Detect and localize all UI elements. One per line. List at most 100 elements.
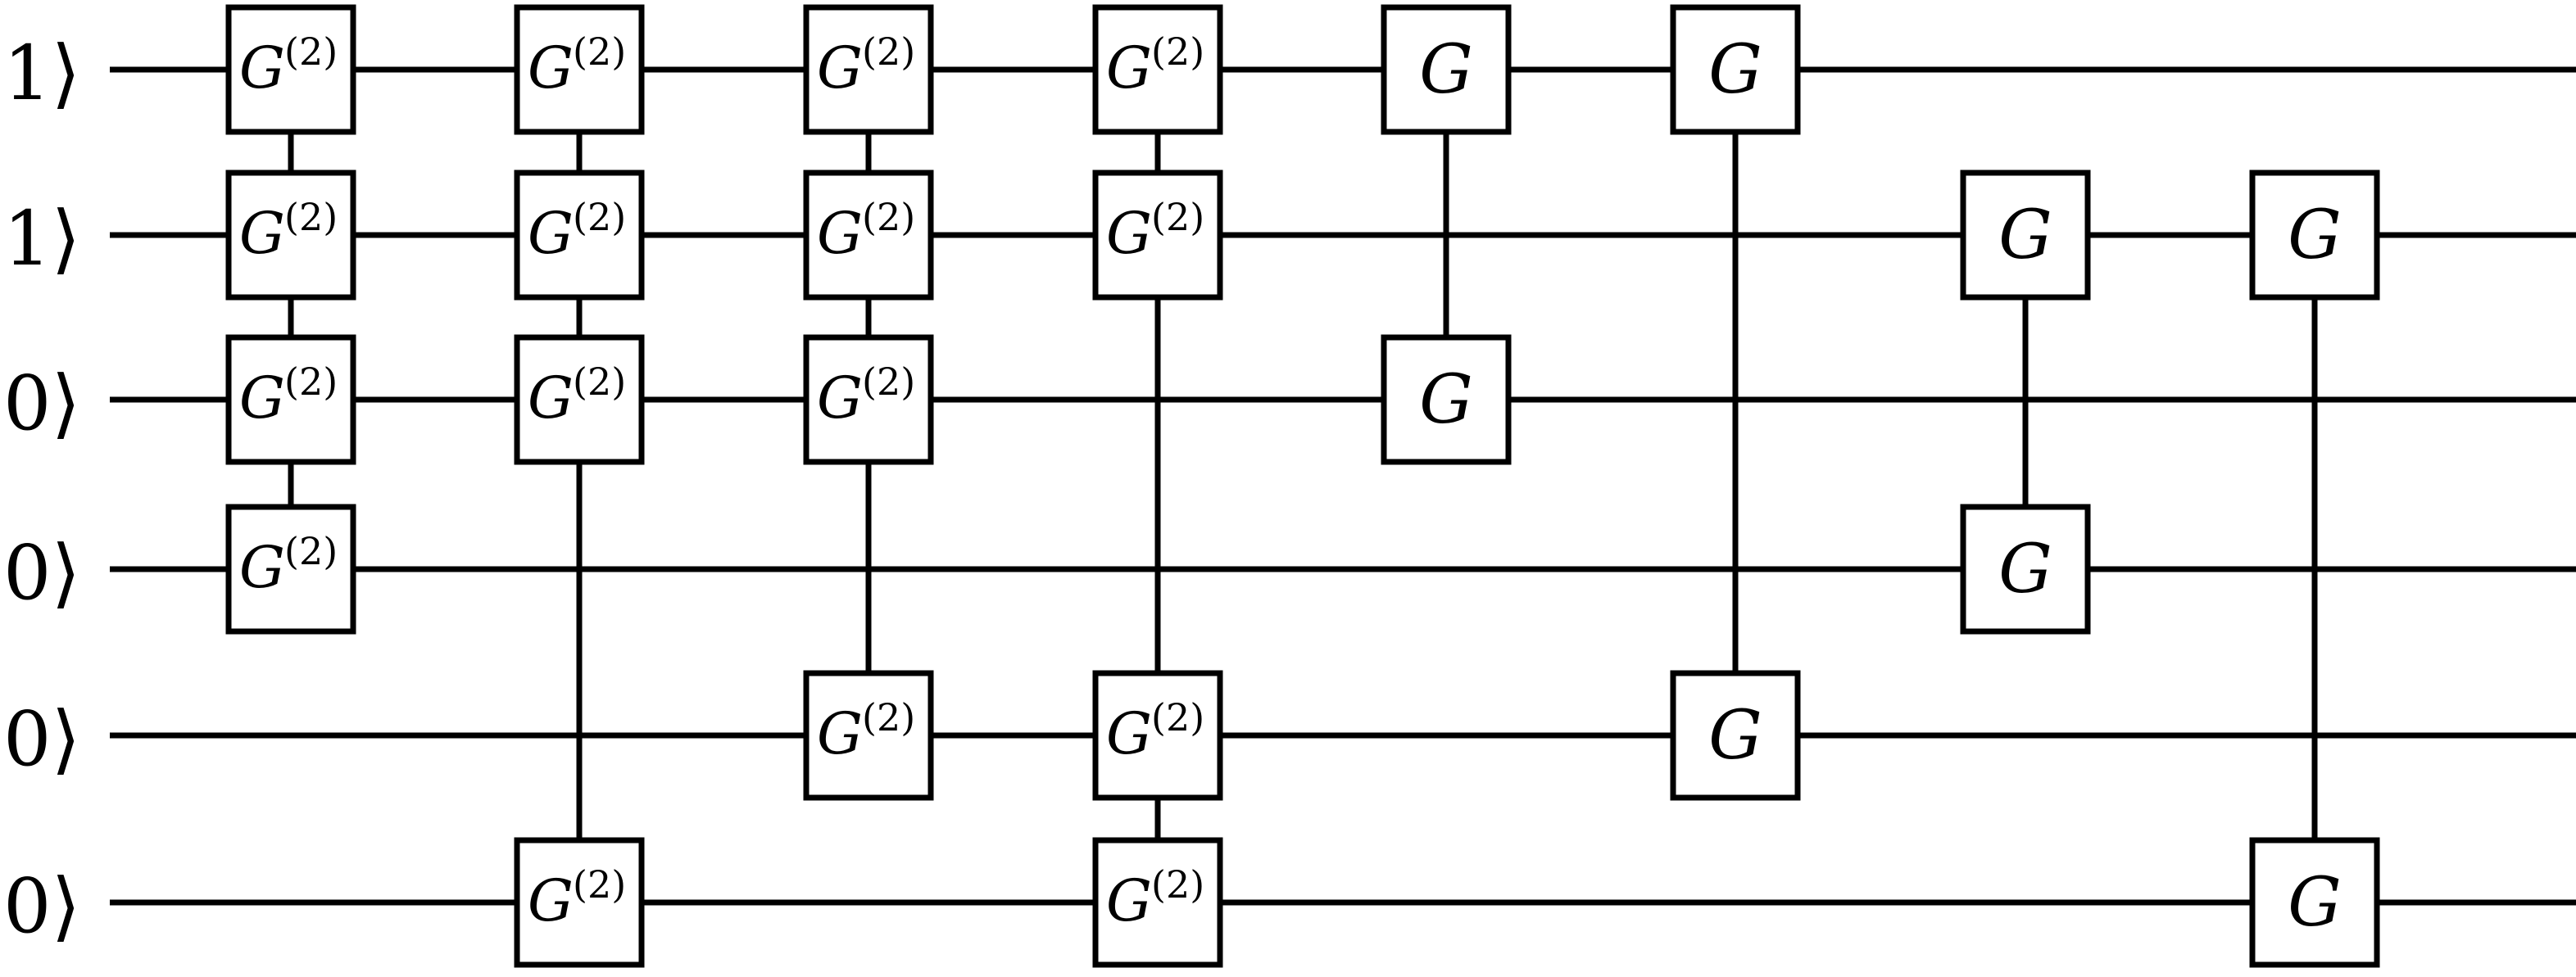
gate: G(2)	[225, 4, 356, 135]
qubit-initial-state-label: 1⟩	[3, 195, 80, 283]
gate: G(2)	[225, 170, 356, 301]
gate: G(2)	[803, 170, 934, 301]
gate-symbol: G	[528, 200, 574, 267]
gate-layer: G(2)G(2)G(2)G(2)	[225, 4, 356, 635]
gate-symbol: G	[1106, 200, 1152, 267]
gate-superscript: (2)	[573, 195, 626, 239]
gate-superscript: (2)	[1151, 862, 1204, 907]
gate: G	[2249, 170, 2380, 301]
gate: G	[1670, 670, 1801, 801]
gate: G(2)	[803, 4, 934, 135]
gate-symbol: G	[1708, 697, 1762, 775]
gate-box	[1092, 837, 1223, 968]
gate-box	[2249, 837, 2380, 968]
gate-symbol: G	[1106, 867, 1152, 934]
gate-box	[514, 170, 645, 301]
gate: G(2)	[514, 4, 645, 135]
gate: G(2)	[803, 670, 934, 801]
gate-box	[514, 837, 645, 968]
gate-symbol: G	[817, 700, 863, 767]
gate: G(2)	[1092, 170, 1223, 301]
gate-layer: G(2)G(2)G(2)G(2)	[1092, 4, 1223, 968]
gate-symbol: G	[2288, 864, 2342, 942]
gate-box	[803, 170, 934, 301]
gate-box	[1381, 334, 1512, 465]
qubit-labels: 1⟩ 1⟩ 0⟩ 0⟩ 0⟩ 0⟩	[3, 29, 80, 950]
qubit-wires	[110, 66, 2576, 906]
gate-layer: G(2)G(2)G(2)G(2)	[803, 4, 934, 801]
gate-symbol: G	[1708, 31, 1762, 109]
gate-box	[1960, 504, 2091, 635]
gate-box	[1092, 4, 1223, 135]
gate-superscript: (2)	[862, 195, 915, 239]
gate-superscript: (2)	[284, 195, 338, 239]
gate: G(2)	[1092, 4, 1223, 135]
gate-superscript: (2)	[862, 360, 915, 404]
qubit-initial-state-label: 1⟩	[3, 29, 80, 117]
gate-symbol: G	[1419, 31, 1473, 109]
gate-superscript: (2)	[1151, 695, 1204, 740]
gate-symbol: G	[1998, 531, 2052, 608]
gate: G(2)	[225, 334, 356, 465]
gate-symbol: G	[239, 534, 285, 601]
gate-box	[1092, 170, 1223, 301]
qubit-initial-state-label: 0⟩	[3, 695, 80, 783]
gate-superscript: (2)	[284, 360, 338, 404]
gate-box	[225, 4, 356, 135]
qubit-initial-state-label: 0⟩	[3, 529, 80, 617]
gate-symbol: G	[1998, 197, 2052, 274]
gate: G	[1381, 334, 1512, 465]
gate-box	[514, 334, 645, 465]
gate-symbol: G	[817, 200, 863, 267]
gate-symbol: G	[528, 364, 574, 432]
gate-symbol: G	[528, 34, 574, 102]
gate-symbol: G	[239, 364, 285, 432]
gate-box	[514, 4, 645, 135]
gate: G	[1960, 170, 2091, 301]
gate-superscript: (2)	[1151, 195, 1204, 239]
gate-superscript: (2)	[1151, 29, 1204, 74]
qubit-initial-state-label: 0⟩	[3, 360, 80, 447]
gate-box	[1670, 4, 1801, 135]
gate-superscript: (2)	[573, 29, 626, 74]
gate-layer: GG	[2249, 170, 2380, 968]
gate: G(2)	[803, 334, 934, 465]
gate-superscript: (2)	[862, 695, 915, 740]
gate: G	[1960, 504, 2091, 635]
gate-symbol: G	[528, 867, 574, 934]
gate-box	[225, 170, 356, 301]
gate: G(2)	[1092, 670, 1223, 801]
gate: G(2)	[514, 334, 645, 465]
gate-symbol: G	[239, 200, 285, 267]
gate-superscript: (2)	[573, 862, 626, 907]
gate-superscript: (2)	[284, 529, 338, 573]
gate-layer: GG	[1960, 170, 2091, 635]
gate-superscript: (2)	[862, 29, 915, 74]
gate-box	[803, 334, 934, 465]
gate-box	[2249, 170, 2380, 301]
gate-box	[1960, 170, 2091, 301]
gate: G(2)	[1092, 837, 1223, 968]
gate-box	[1092, 670, 1223, 801]
gate-layer: GG	[1670, 4, 1801, 801]
gate-box	[803, 4, 934, 135]
gate: G	[2249, 837, 2380, 968]
gate-box	[1670, 670, 1801, 801]
gate-box	[225, 334, 356, 465]
qubit-initial-state-label: 0⟩	[3, 862, 80, 950]
gate-box	[803, 670, 934, 801]
gate-superscript: (2)	[284, 29, 338, 74]
gate: G	[1381, 4, 1512, 135]
gate-symbol: G	[817, 34, 863, 102]
gate-box	[225, 504, 356, 635]
gate-superscript: (2)	[573, 360, 626, 404]
gate-symbol: G	[1106, 34, 1152, 102]
gate-symbol: G	[1106, 700, 1152, 767]
gate-layer: G(2)G(2)G(2)G(2)	[514, 4, 645, 968]
gate: G(2)	[514, 837, 645, 968]
gate: G	[1670, 4, 1801, 135]
gate-box	[1381, 4, 1512, 135]
gate-symbol: G	[2288, 197, 2342, 274]
gate: G(2)	[225, 504, 356, 635]
